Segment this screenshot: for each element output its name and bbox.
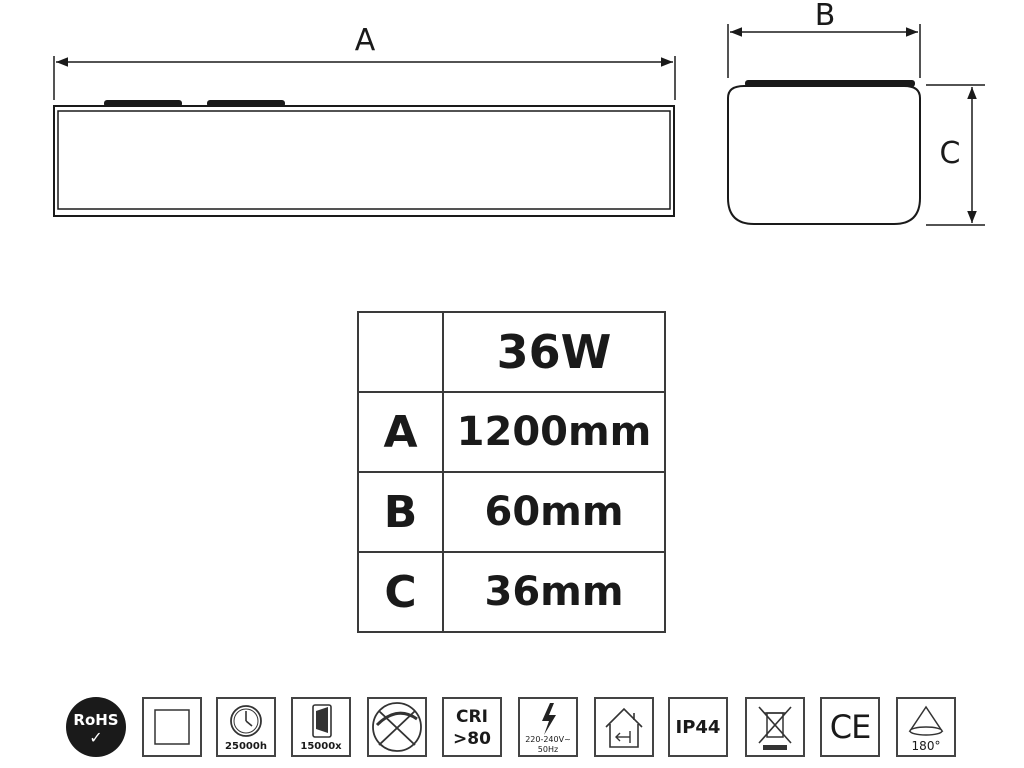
spec-table-header: 36W bbox=[442, 311, 666, 393]
spec-row-b: B 60mm bbox=[357, 471, 666, 553]
ip44-icon: IP44 bbox=[668, 697, 728, 757]
switch-cycles-label: 15000x bbox=[300, 741, 342, 752]
spec-table-corner-cell bbox=[357, 311, 444, 393]
switch-icon: 15000x bbox=[291, 697, 351, 757]
spec-row-c: C 36mm bbox=[357, 551, 666, 633]
lightning-icon: 220-240V~ 50Hz bbox=[518, 697, 578, 757]
voltage-label: 220-240V~ bbox=[525, 735, 571, 744]
indoor-home-icon bbox=[594, 697, 654, 757]
fixture-diffuser-front bbox=[57, 110, 671, 210]
cri-icon: CRI >80 bbox=[442, 697, 502, 757]
dimension-label-b: B bbox=[815, 0, 836, 33]
front-view bbox=[53, 56, 676, 217]
spec-key-a: A bbox=[357, 391, 444, 473]
side-view bbox=[727, 24, 985, 226]
ce-mark-icon: CE bbox=[820, 697, 880, 757]
spec-key-b: B bbox=[357, 471, 444, 553]
spec-row-a: A 1200mm bbox=[357, 391, 666, 473]
weee-bin-icon bbox=[745, 697, 805, 757]
ip-rating-label: IP44 bbox=[675, 717, 721, 738]
spec-value-c: 36mm bbox=[442, 551, 666, 633]
beam-angle-label: 180° bbox=[911, 739, 941, 753]
rohs-label: RoHS bbox=[73, 711, 119, 729]
dimmer-icon bbox=[367, 697, 427, 757]
rohs-icon: RoHS ✓ bbox=[66, 697, 126, 757]
beam-angle-icon: 180° bbox=[896, 697, 956, 757]
cri-value: >80 bbox=[453, 729, 491, 749]
clock-icon: 25000h bbox=[216, 697, 276, 757]
rohs-check-mark: ✓ bbox=[89, 728, 103, 747]
frequency-label: 50Hz bbox=[537, 745, 559, 754]
class-ii-square-icon bbox=[142, 697, 202, 757]
dimension-label-c: C bbox=[940, 136, 961, 171]
spec-table: 36W A 1200mm B 60mm C 36mm bbox=[357, 311, 666, 633]
lifetime-label: 25000h bbox=[225, 741, 267, 752]
cri-label: CRI bbox=[456, 707, 488, 727]
dimension-label-a: A bbox=[355, 23, 376, 58]
spec-value-a: 1200mm bbox=[442, 391, 666, 473]
spec-key-c: C bbox=[357, 551, 444, 633]
ce-label: CE bbox=[829, 708, 872, 746]
technical-drawing: A B C bbox=[53, 0, 985, 226]
spec-value-b: 60mm bbox=[442, 471, 666, 553]
spec-table-header-row: 36W bbox=[357, 311, 666, 393]
fixture-profile-side bbox=[727, 85, 921, 225]
